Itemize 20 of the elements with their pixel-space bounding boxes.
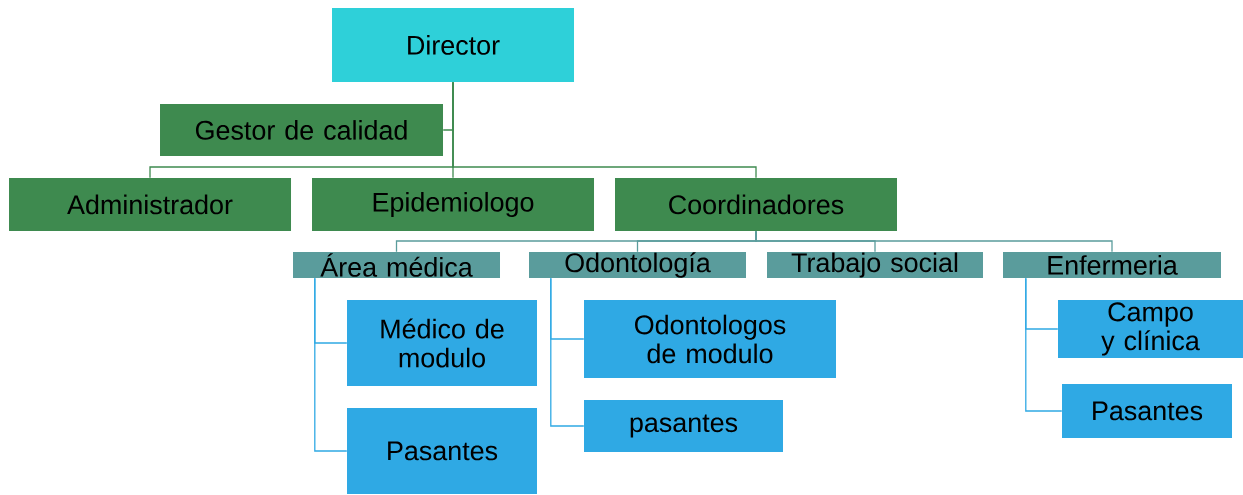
director-box: Director (332, 8, 574, 82)
position-box: Gestor de calidad (160, 104, 443, 156)
position-box: Epidemiologo (312, 178, 594, 231)
area-box: Odontología (529, 252, 746, 278)
connector-line (314, 277, 348, 452)
staff-box: Odontologos de modulo (584, 300, 836, 378)
staff-box: pasantes (584, 400, 783, 452)
position-box: Administrador (9, 178, 291, 231)
area-box: Enfermeria (1003, 252, 1221, 278)
connector-line (755, 230, 1113, 253)
area-box: Trabajo social (767, 252, 983, 278)
staff-box: Campo y clínica (1058, 300, 1243, 358)
connector-line (452, 81, 757, 179)
staff-box: Pasantes (1062, 384, 1232, 438)
connector-line (1025, 277, 1063, 412)
staff-box: Médico de modulo (347, 300, 537, 386)
position-box: Coordinadores (615, 178, 897, 231)
area-box: Área médica (293, 252, 500, 278)
connector-line (550, 277, 585, 427)
staff-box: Pasantes (347, 408, 537, 494)
